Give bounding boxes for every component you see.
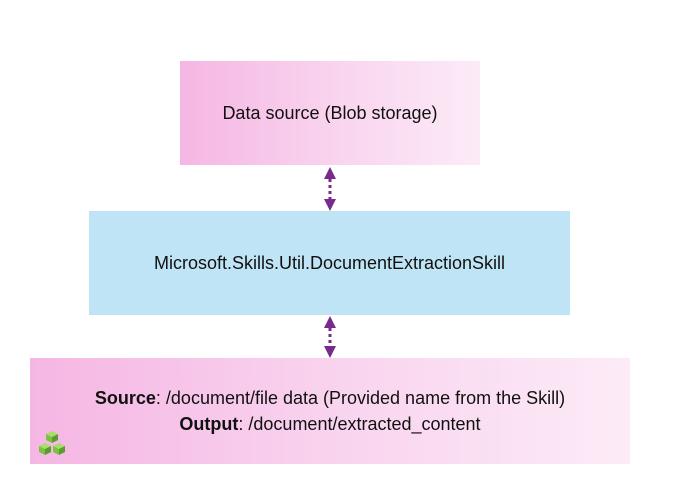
- data-source-label: Data source (Blob storage): [222, 103, 438, 123]
- source-key: Source: [94, 388, 156, 408]
- bidirectional-arrow-icon: [324, 316, 336, 358]
- bidirectional-arrow-icon: [324, 167, 336, 211]
- output-key: Output: [179, 414, 239, 434]
- data-source-box: Data source (Blob storage): [180, 61, 480, 165]
- source-mapping-line: Source: /document/file data (Provided na…: [95, 385, 565, 411]
- source-value: : /document/file data (Provided name fro…: [155, 388, 566, 408]
- skill-label: Microsoft.Skills.Util.DocumentExtraction…: [153, 253, 506, 273]
- skill-box: Microsoft.Skills.Util.DocumentExtraction…: [89, 211, 570, 315]
- output-mapping-line: Output: /document/extracted_content: [179, 411, 480, 437]
- cubes-icon: [39, 431, 65, 455]
- mapping-box: Source: /document/file data (Provided na…: [30, 358, 630, 464]
- output-value: : /document/extracted_content: [238, 414, 481, 434]
